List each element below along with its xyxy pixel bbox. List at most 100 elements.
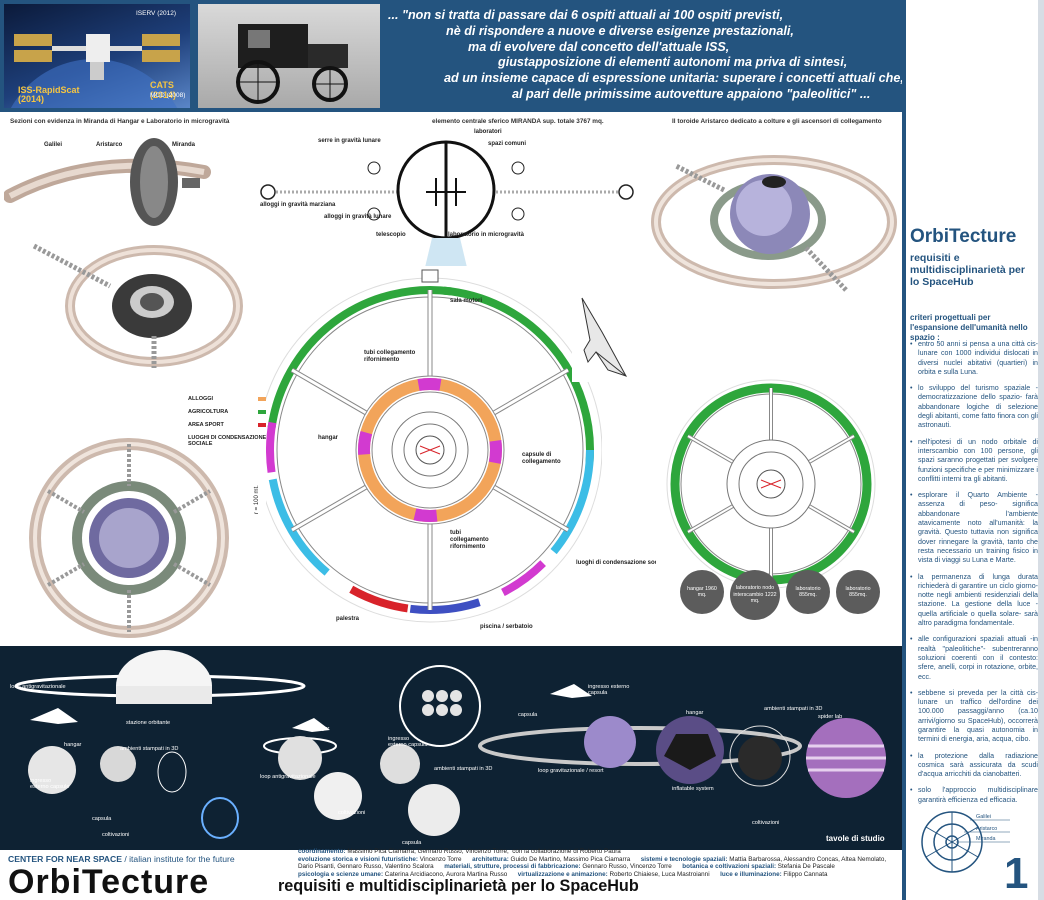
sidebar-criteria-heading: criteri progettuali per l'espansione del… xyxy=(910,313,1028,342)
iss-photo: ISERV (2012) ISS-RapidScat (2014) CATS (… xyxy=(4,4,190,108)
dark-label-loop-2: loop antigravitazionale xyxy=(260,774,316,780)
full-station-render xyxy=(4,438,254,638)
label-galilei: Galilei xyxy=(44,142,63,148)
credit-role: botanica e coltivazioni spaziali: xyxy=(682,863,777,871)
dark-label-ingresso-2: ingresso esterno capsula xyxy=(388,736,428,748)
criteria-item: alle configurazioni spaziali attuali -in… xyxy=(910,635,1038,681)
quote-line-6: al pari delle primissime autovetture app… xyxy=(512,86,871,101)
footer-subtitle: requisiti e multidisciplinarietà per lo … xyxy=(278,877,639,895)
section-render-top xyxy=(4,132,250,232)
quote-line-1: ... "non si tratta di passare dai 6 ospi… xyxy=(388,8,784,22)
vintage-car-illustration xyxy=(236,24,348,104)
label-palestra: palestra xyxy=(336,616,360,622)
dark-label-ingresso-3: ingresso esterno capsula xyxy=(588,684,630,696)
credit-names: Guido De Martino, Massimo Pica Ciamarra xyxy=(508,855,641,863)
credit-names: Mattia Barbarossa, Alessandro Concas, Al… xyxy=(727,855,887,863)
area-dot-lab-1: laboratorio 855mq. xyxy=(786,570,830,614)
dark-label-loop: loop antigravitazionale xyxy=(10,684,66,690)
label-laboratori: laboratori xyxy=(474,129,502,135)
legend-label: AREA SPORT xyxy=(188,422,224,428)
institute-text: / italian institute for the future xyxy=(121,854,235,864)
dark-label-hangar-2: hangar xyxy=(312,726,330,732)
logo-label-miranda: Miranda xyxy=(976,836,996,842)
dark-label-capsula-1: capsula xyxy=(92,816,112,822)
miranda-section-diagram xyxy=(256,130,636,280)
legend-label: LUOGHI DI CONDENSAZIONE SOCIALE xyxy=(188,435,267,447)
sidebar-title: OrbiTecture xyxy=(910,226,1017,247)
credits-line: coordinamento: Massimo Pica Ciamarra, Ge… xyxy=(298,848,898,856)
legend-label: AGRICOLTURA xyxy=(188,409,229,415)
criteria-item: esplorare il Quarto Ambiente -assenza di… xyxy=(910,491,1038,565)
credits-block: coordinamento: Massimo Pica Ciamarra, Ge… xyxy=(298,848,898,878)
credit-names: Filippo Cannata xyxy=(781,870,828,878)
label-luoghi: luoghi di condensazione sociale xyxy=(576,560,669,566)
credit-role: sistemi e tecnologie spaziali: xyxy=(640,855,728,863)
space-shuttle-icon xyxy=(572,292,632,382)
iss-label-cats: CATS (2014) xyxy=(150,80,177,100)
dark-label-inflatable: inflatable system xyxy=(672,786,714,792)
center-name: CENTER FOR NEAR SPACE / italian institut… xyxy=(8,854,235,864)
dark-label-coltivazioni-3: coltivazioni xyxy=(752,820,780,826)
criteria-item: la protezione dalla radiazione cosmica s… xyxy=(910,752,1038,780)
dark-label-capsula-2: capsula xyxy=(402,840,422,846)
label-radius: r = 100 mt. xyxy=(254,485,260,514)
label-spazi-comuni: spazi comuni xyxy=(488,141,527,147)
quote-line-3: ma di evolvere dal concetto dell'attuale… xyxy=(468,39,730,54)
dark-label-coltivazioni-2: coltivazioni xyxy=(338,810,366,816)
criteria-list: entro 50 anni si pensa a una città cis-l… xyxy=(910,340,1038,812)
credits-line: evoluzione storica e visioni futuristich… xyxy=(298,856,898,864)
dark-label-stazione: stazione orbitante xyxy=(126,720,171,726)
credit-role: architettura: xyxy=(472,855,509,863)
credit-names: Dario Pisanti, Gennaro Russo, Valentino … xyxy=(298,863,445,871)
iss-label-iserv: ISERV (2012) xyxy=(136,10,176,17)
label-alloggi-marziana: alloggi in gravità marziana xyxy=(260,202,336,208)
credit-names: Roberto Chiaiese, Luca Mastroianni xyxy=(607,870,721,878)
dark-label-hangar-3: hangar xyxy=(686,710,704,716)
vintage-car-photo xyxy=(198,4,380,108)
label-piscina: piscina / serbatoio xyxy=(480,624,533,630)
credit-names: Vincenzo Torre xyxy=(418,855,473,863)
label-sala-motori: sala motori xyxy=(450,298,483,304)
sidebar-subtitle: requisiti e multidisciplinarietà per lo … xyxy=(910,252,1025,288)
study-sketches-panel: loop antigravitazionale stazione orbitan… xyxy=(0,646,902,850)
footer: CENTER FOR NEAR SPACE / italian institut… xyxy=(0,848,902,900)
study-sketches-drawing xyxy=(14,650,886,839)
header-quote: ... "non si tratta di passare dai 6 ospi… xyxy=(388,8,904,103)
aristarco-toroid-render xyxy=(646,130,902,316)
area-dot-lab-nodo: laboratorio nodo interscambio 1222 mq. xyxy=(730,570,780,620)
label-alloggi-lunare: alloggi in gravità lunare xyxy=(324,214,392,220)
iss-label-rapidscat: ISS-RapidScat (2014) xyxy=(18,85,80,104)
quote-line-2: nè di rispondere a nuove e diverse esige… xyxy=(446,23,794,38)
right-sidebar: OrbiTecture requisiti e multidisciplinar… xyxy=(902,0,1044,900)
criteria-item: nell'ipotesi di un nodo orbitale di inte… xyxy=(910,438,1038,484)
area-dot-hangar: hangar 1960 mq. xyxy=(680,570,724,614)
dark-label-capsula-3: capsula xyxy=(518,712,538,718)
dark-label-coltivazioni-1: coltivazioni xyxy=(102,832,130,838)
dark-label-ambienti-2: ambienti stampati in 3D xyxy=(434,766,493,772)
dark-label-loop-3: loop gravitazionale / resort xyxy=(538,768,604,774)
dark-label-hangar-1: hangar xyxy=(64,742,82,748)
legend-label: ALLOGGI xyxy=(188,396,214,402)
label-telescopio: telescopio xyxy=(376,232,406,238)
criteria-item: sebbene si preveda per la città cis-luna… xyxy=(910,689,1038,745)
iss-label-mcd: MCD (2008) xyxy=(150,92,186,99)
credit-names: Gennaro Russo, Vincenzo Torre xyxy=(580,863,683,871)
page-number: 1 xyxy=(1004,849,1029,898)
label-miranda: Miranda xyxy=(172,142,196,148)
criteria-item: solo l'approccio multidisciplinare garan… xyxy=(910,786,1038,805)
credits-line: Dario Pisanti, Gennaro Russo, Valentino … xyxy=(298,863,898,871)
area-dot-lab-2: laboratorio 855mq. xyxy=(836,570,880,614)
aristarco-plan-diagram xyxy=(656,374,886,600)
label-tubi-1: tubi collegamento rifornimento xyxy=(364,350,416,363)
section-title-center: elemento centrale sferico MIRANDA sup. t… xyxy=(432,118,604,125)
credit-role: virtualizzazione e animazione: xyxy=(517,870,608,878)
ring-cutaway-render xyxy=(4,236,254,376)
dark-label-ambienti-3: ambienti stampati in 3D xyxy=(764,706,823,712)
label-aristarco: Aristarco xyxy=(96,142,123,148)
criteria-item: entro 50 anni si pensa a una città cis-l… xyxy=(910,340,1038,377)
label-lab-micro: laboratorio in microgravità xyxy=(448,232,525,238)
header-band: ISERV (2012) ISS-RapidScat (2014) CATS (… xyxy=(0,0,904,112)
sidebar-stripe xyxy=(1038,0,1044,900)
station-logo-icon xyxy=(921,811,1010,873)
credit-role: luce e illuminazione: xyxy=(720,870,782,878)
